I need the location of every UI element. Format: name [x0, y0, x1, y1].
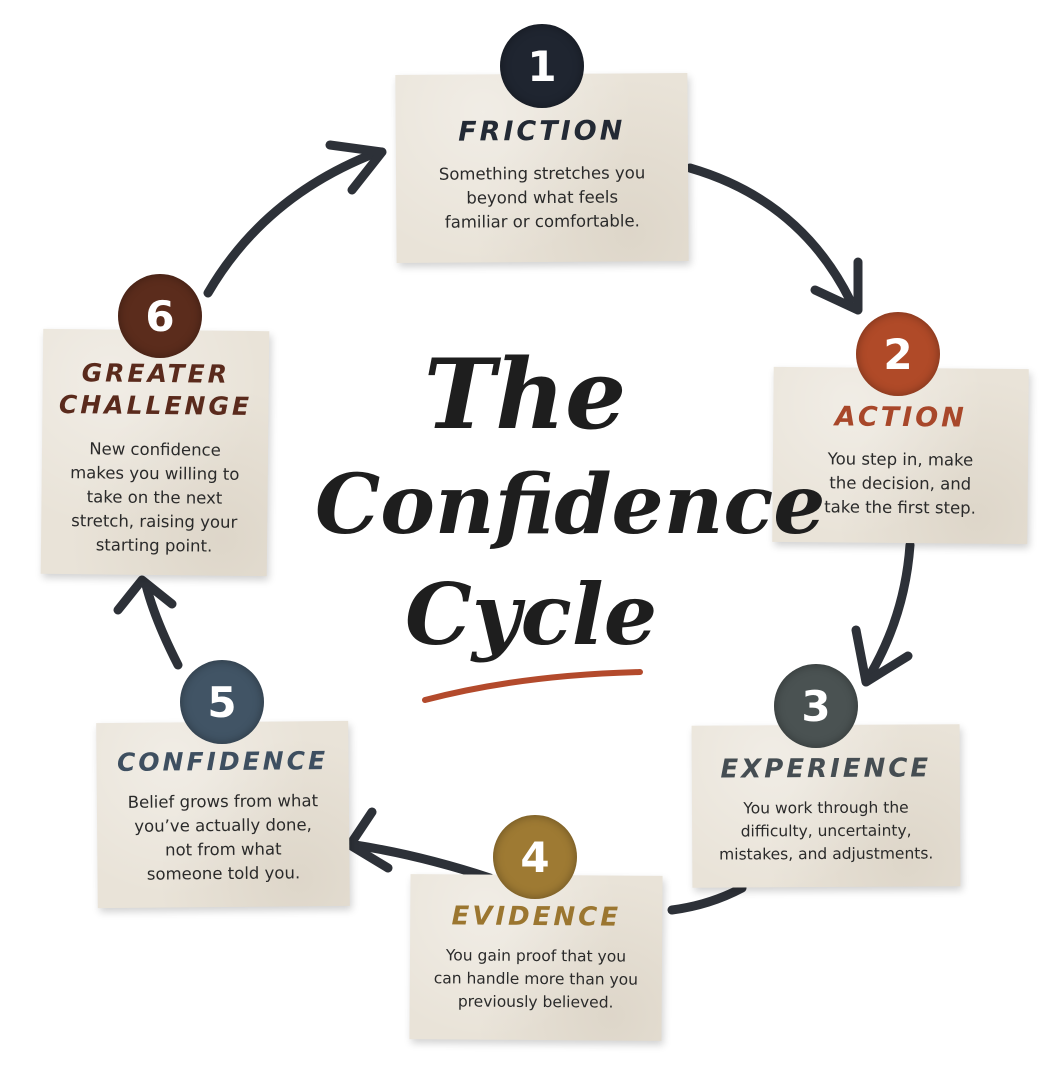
step-number-badge-1: 1 [500, 24, 584, 108]
arrowhead-6-to-1 [325, 140, 387, 195]
diagram-title-line-1: The [423, 338, 627, 451]
arrowhead-5-to-6 [113, 575, 177, 615]
arrow-2-to-3 [865, 540, 915, 680]
arrow-4-to-5 [350, 840, 495, 883]
arrowhead-4-to-5 [345, 807, 393, 873]
step-number-badge-2: 2 [856, 312, 940, 396]
arrowhead-1-to-2 [810, 257, 863, 315]
arrow-6-to-1 [203, 147, 383, 298]
step-number-badge-5: 5 [180, 660, 264, 744]
step-number-badge-4: 4 [493, 815, 577, 899]
arrow-3-to-4 [667, 883, 747, 915]
step-number-badge-3: 3 [774, 664, 858, 748]
step-number-badge-6: 6 [118, 274, 202, 358]
arrow-5-to-6 [141, 580, 183, 670]
diagram-title-line-3: Cycle [405, 565, 658, 664]
arrow-1-to-2 [685, 163, 855, 305]
arrowhead-2-to-3 [851, 625, 913, 687]
